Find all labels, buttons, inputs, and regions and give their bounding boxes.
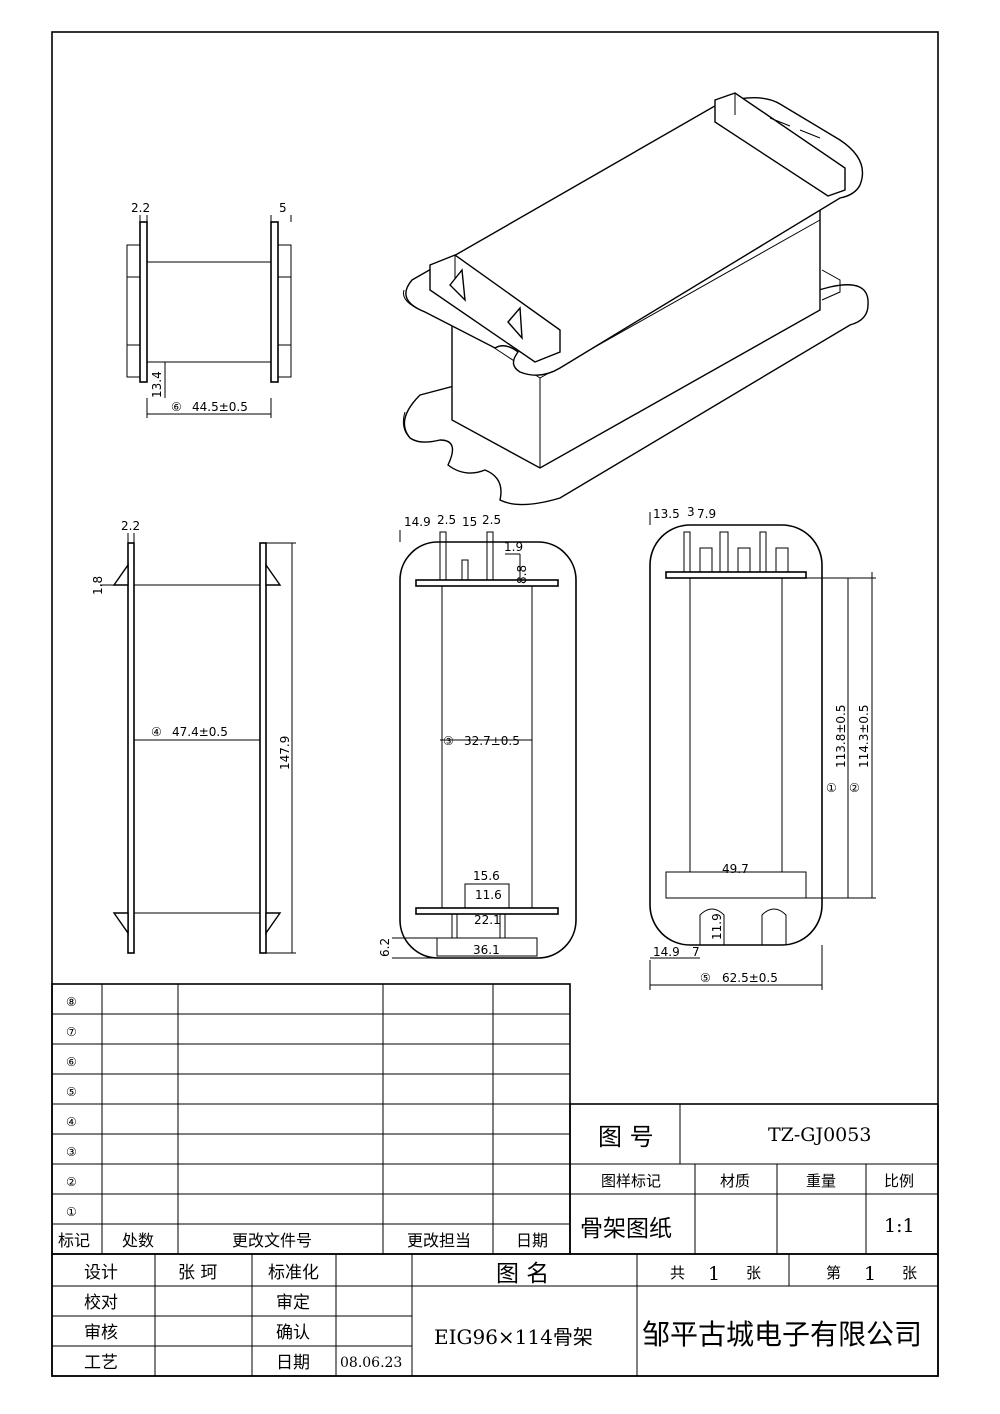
approve-label: 审定 — [276, 1293, 310, 1313]
front-dim-d: 2.5 — [482, 513, 501, 527]
side-dim-flange: 2.2 — [121, 519, 140, 533]
rev-header-date: 日期 — [516, 1231, 548, 1250]
side-callout: ④ — [151, 725, 162, 739]
rev-row-8: ⑧ — [66, 995, 77, 1009]
rev-row-7: ⑦ — [66, 1025, 77, 1039]
title-block — [51, 1103, 939, 1377]
col-mark: 图样标记 — [601, 1172, 661, 1190]
top-view — [126, 215, 292, 418]
company-name: 邹平古城电子有限公司 — [642, 1318, 922, 1351]
front-dim-a: 14.9 — [404, 515, 431, 529]
design-label: 设计 — [84, 1263, 118, 1283]
front-dim-k: 36.1 — [473, 943, 500, 957]
rev-header-mark: 标记 — [58, 1231, 90, 1250]
top-dim-height: 13.4 — [150, 371, 164, 398]
isometric-view — [402, 92, 869, 506]
end-dim-e: 7 — [692, 945, 700, 959]
col-material: 材质 — [720, 1172, 750, 1190]
front-dim-h: 11.6 — [475, 888, 502, 902]
part-name: EIG96×114骨架 — [434, 1325, 593, 1349]
front-dim-b: 2.5 — [437, 513, 456, 527]
rev-row-3: ③ — [66, 1145, 77, 1159]
sheets-prefix: 共 — [670, 1264, 685, 1282]
end-dim-c: 7.9 — [697, 507, 716, 521]
scale-value: 1:1 — [884, 1215, 915, 1237]
side-dim-length: 147.9 — [278, 736, 292, 770]
date-value: 08.06.23 — [340, 1355, 402, 1371]
front-dim-i: 22.1 — [474, 913, 501, 927]
rev-row-1: ① — [66, 1205, 77, 1219]
end-dim-d: 14.9 — [653, 945, 680, 959]
sheets-total: 1 — [708, 1263, 720, 1285]
end-dim-slot: 11.9 — [710, 913, 724, 940]
drawing-number: TZ-GJ0053 — [768, 1124, 871, 1146]
revision-table — [51, 983, 571, 1255]
end-dim-outer: 62.5±0.5 — [722, 971, 778, 985]
rev-row-4: ④ — [66, 1115, 77, 1129]
top-dim-tab: 5 — [279, 201, 287, 215]
front-dim-g: 15.6 — [473, 869, 500, 883]
drawing-number-label: 图 号 — [598, 1123, 654, 1151]
confirm-label: 确认 — [276, 1323, 310, 1343]
front-dim-j: 6.2 — [378, 938, 392, 957]
front-dim-c: 15 — [462, 515, 477, 529]
sheets-unit: 张 — [746, 1264, 761, 1282]
rev-row-5: ⑤ — [66, 1085, 77, 1099]
rev-header-docno: 更改文件号 — [232, 1231, 312, 1250]
sheet-unit: 张 — [902, 1264, 917, 1282]
top-callout: ⑥ — [171, 400, 182, 414]
side-dim-core: 47.4±0.5 — [172, 725, 228, 739]
top-dim-flange: 2.2 — [131, 201, 150, 215]
end-view — [649, 512, 876, 990]
sheet-prefix: 第 — [826, 1264, 841, 1282]
rev-row-2: ② — [66, 1175, 77, 1189]
side-view — [100, 533, 296, 954]
end-callout-1: ① — [826, 781, 837, 795]
end-dim-len1: 113.8±0.5 — [834, 705, 848, 769]
review-label: 审核 — [84, 1323, 118, 1343]
side-dim-lip: 1.8 — [91, 576, 105, 595]
process-label: 工艺 — [84, 1353, 118, 1373]
end-dim-width: 49.7 — [722, 862, 749, 876]
col-weight: 重量 — [806, 1172, 836, 1190]
front-dim-core: 32.7±0.5 — [464, 734, 520, 748]
sheet-number: 1 — [864, 1263, 876, 1285]
col-scale: 比例 — [884, 1172, 914, 1190]
date-label: 日期 — [276, 1353, 310, 1373]
rev-row-6: ⑥ — [66, 1055, 77, 1069]
doc-type: 骨架图纸 — [580, 1216, 672, 1242]
end-dim-b: 3 — [687, 505, 695, 519]
rev-header-owner: 更改担当 — [407, 1231, 471, 1250]
name-label: 图 名 — [496, 1261, 549, 1287]
end-dim-len2: 114.3±0.5 — [857, 705, 871, 769]
designer-name: 张 珂 — [178, 1263, 217, 1283]
standard-label: 标准化 — [268, 1263, 319, 1283]
front-dim-e: 1.9 — [504, 540, 523, 554]
end-callout-5: ⑤ — [700, 971, 711, 985]
top-dim-width: 44.5±0.5 — [192, 400, 248, 414]
rev-header-count: 处数 — [122, 1231, 154, 1250]
front-callout: ③ — [443, 734, 454, 748]
front-view — [392, 530, 577, 959]
end-callout-2: ② — [849, 781, 860, 795]
check-label: 校对 — [84, 1293, 118, 1313]
front-dim-f: 8.8 — [515, 565, 529, 584]
end-dim-a: 13.5 — [653, 507, 680, 521]
